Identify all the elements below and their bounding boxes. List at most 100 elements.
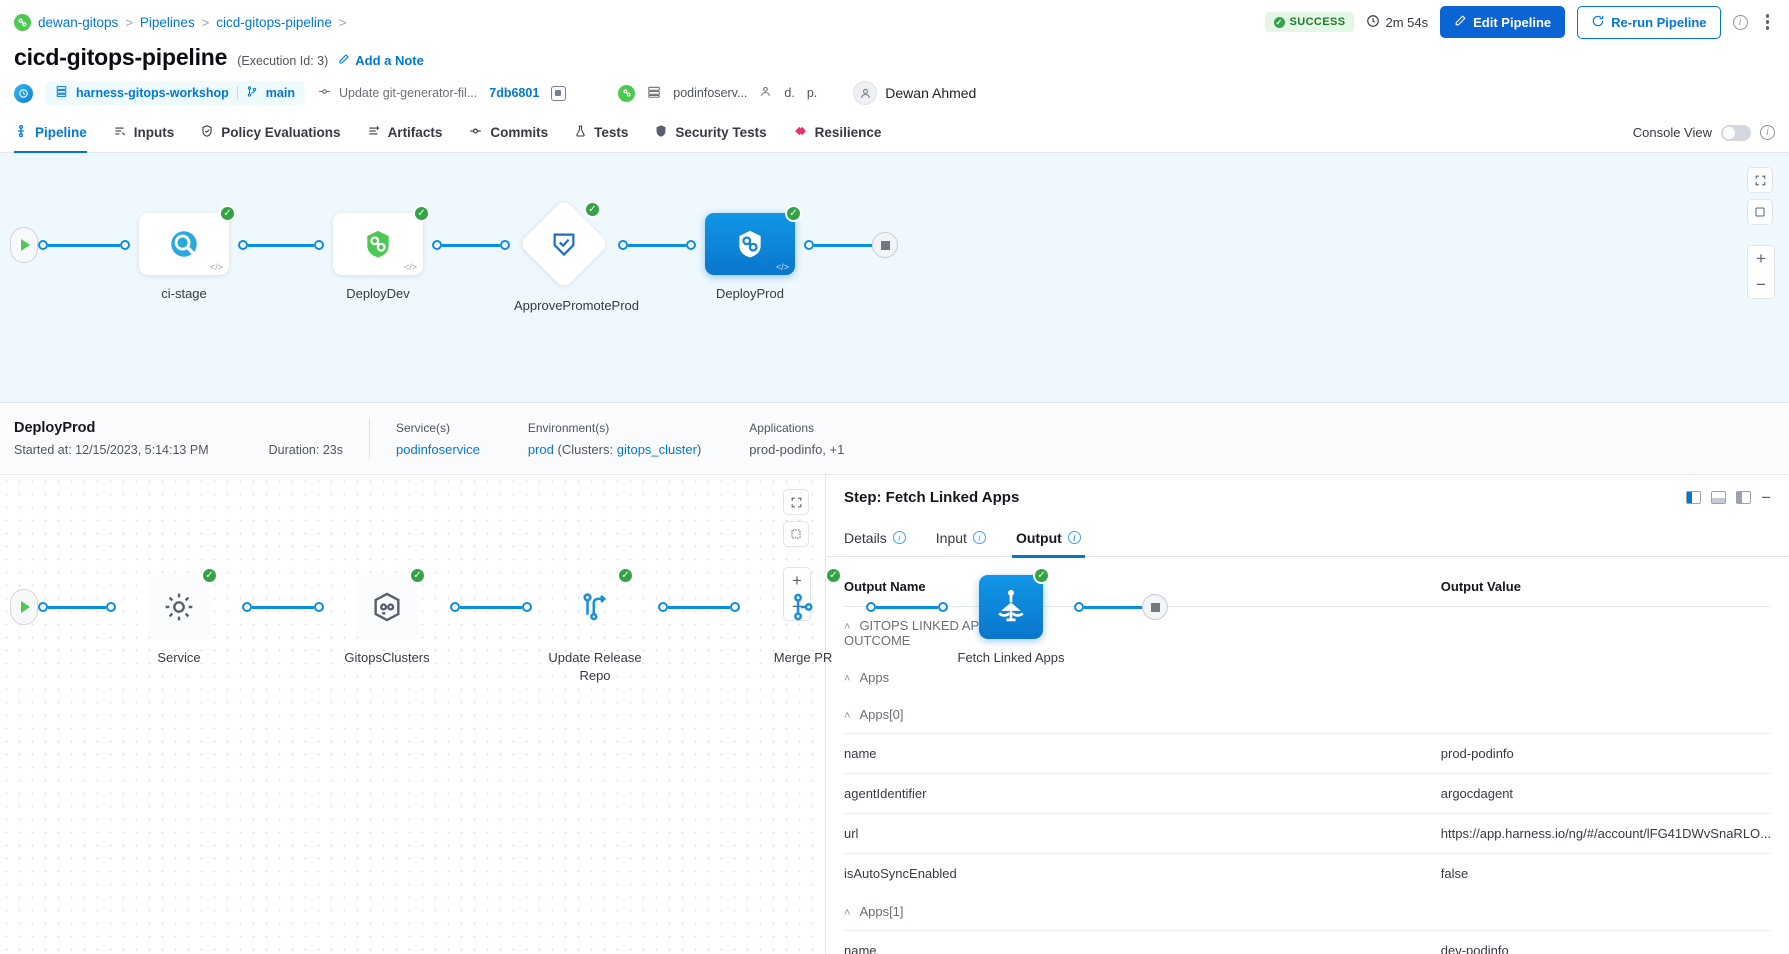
stage-label: DeployDev xyxy=(346,286,410,301)
zoom-in-icon[interactable]: + xyxy=(792,571,802,590)
output-value[interactable]: https://app.harness.io/ng/#/account/lFG4… xyxy=(1440,826,1771,841)
stage-node-deployprod[interactable]: ✓ </> DeployProd xyxy=(696,205,804,303)
stage-card-selected[interactable]: ✓ </> xyxy=(705,205,802,275)
flow-port xyxy=(804,240,814,250)
output-name: GITOPS LINKED APPS OUTCOME xyxy=(844,618,997,648)
tab-pipeline[interactable]: Pipeline xyxy=(14,113,87,154)
services-value[interactable]: podinfoservice xyxy=(396,441,480,457)
info-icon[interactable]: i xyxy=(892,531,906,544)
step-card[interactable]: ✓ xyxy=(563,567,634,639)
pipeline-start-node[interactable] xyxy=(10,227,38,263)
step-card[interactable]: ✓ xyxy=(355,567,426,639)
step-start-node[interactable] xyxy=(10,589,38,625)
branch-name[interactable]: main xyxy=(265,86,295,100)
fit-screen-icon[interactable] xyxy=(1747,199,1773,225)
flow-port xyxy=(432,240,442,250)
console-view-toggle[interactable] xyxy=(1721,124,1751,141)
breadcrumb: dewan-gitops > Pipelines > cicd-gitops-p… xyxy=(14,13,346,31)
tab-security-tests-label: Security Tests xyxy=(675,125,767,140)
info-icon[interactable]: i xyxy=(972,531,986,544)
tab-security-tests[interactable]: Security Tests xyxy=(654,113,767,153)
rerun-pipeline-label: Re-run Pipeline xyxy=(1611,14,1707,30)
step-node-fetch-linked-apps[interactable]: ✓ Fetch Linked Apps xyxy=(948,567,1074,667)
chevron-up-icon[interactable]: ˄ xyxy=(844,710,851,722)
tab-details[interactable]: Details i xyxy=(844,519,906,557)
applications-overflow-count[interactable]: +1 xyxy=(829,441,845,457)
step-end-node[interactable] xyxy=(1142,594,1168,620)
pipeline-end-node[interactable] xyxy=(872,232,898,258)
split-left-icon[interactable] xyxy=(1686,490,1702,504)
approval-node-wrap[interactable]: ✓ xyxy=(518,198,610,290)
info-icon[interactable]: i xyxy=(1760,125,1775,140)
tab-tests-label: Tests xyxy=(594,125,629,140)
step-port xyxy=(866,602,876,612)
chevron-up-icon[interactable]: ˄ xyxy=(844,907,851,919)
breadcrumb-item-pipelines[interactable]: Pipelines xyxy=(139,14,195,30)
step-node-merge-pr[interactable]: ✓ Merge PR xyxy=(740,567,866,667)
breadcrumb-item-account[interactable]: dewan-gitops xyxy=(38,14,119,30)
tab-output-label: Output xyxy=(1015,529,1062,546)
stage-node-deploydev[interactable]: ✓ </> DeployDev xyxy=(324,205,432,303)
stage-node-ci-stage[interactable]: ✓ </> ci-stage xyxy=(130,205,238,303)
zoom-out-icon[interactable]: − xyxy=(1756,275,1766,294)
tab-artifacts[interactable]: Artifacts xyxy=(367,113,442,153)
repository-chip[interactable]: harness-gitops-workshop main xyxy=(45,81,305,105)
stop-icon xyxy=(1150,602,1160,612)
gitops-icon xyxy=(367,230,389,258)
stage-node-approvepromoteprod[interactable]: ✓ ApprovePromoteProd xyxy=(510,198,639,315)
stage-card[interactable]: ✓ </> xyxy=(333,205,430,275)
tab-tests[interactable]: Tests xyxy=(574,113,628,153)
step-panel-title: Step: Fetch Linked Apps xyxy=(844,488,1020,506)
edit-pipeline-label: Edit Pipeline xyxy=(1473,14,1552,30)
stage-graph-controls: + − xyxy=(1747,167,1775,299)
stage-card[interactable]: ✓ </> xyxy=(139,205,236,275)
info-icon[interactable]: i xyxy=(1732,14,1748,30)
step-card[interactable]: ✓ xyxy=(771,567,842,639)
split-bottom-icon[interactable] xyxy=(1711,490,1727,504)
output-table-container[interactable]: Output Name Output Value ˄GITOPS LINKED … xyxy=(826,557,1789,954)
output-group-row[interactable]: ˄Apps[1] xyxy=(844,893,1771,931)
stage-detail-left: DeployProd Started at: 12/15/2023, 5:14:… xyxy=(14,420,369,457)
cluster-name[interactable]: gitops_cluster xyxy=(616,441,697,457)
rerun-pipeline-button[interactable]: Re-run Pipeline xyxy=(1577,5,1721,39)
breadcrumb-item-pipeline[interactable]: cicd-gitops-pipeline xyxy=(216,14,332,30)
merge-pr-icon xyxy=(794,593,813,621)
zoom-in-icon[interactable]: + xyxy=(1756,249,1766,268)
output-group-row[interactable]: ˄Apps xyxy=(844,659,1771,696)
step-node-gitopsclusters[interactable]: ✓ GitopsClusters xyxy=(324,567,450,667)
tab-output[interactable]: Output i xyxy=(1011,519,1085,558)
tab-inputs[interactable]: Inputs xyxy=(113,113,174,153)
output-table-header: Output Name Output Value xyxy=(844,579,1771,607)
step-card[interactable]: ✓ xyxy=(147,567,218,639)
split-right-icon[interactable] xyxy=(1736,490,1752,504)
approval-diamond[interactable] xyxy=(518,198,610,290)
environment-name[interactable]: prod xyxy=(527,441,554,457)
repository-name[interactable]: harness-gitops-workshop xyxy=(76,86,229,100)
edit-pipeline-button[interactable]: Edit Pipeline xyxy=(1440,6,1566,38)
tab-commits[interactable]: Commits xyxy=(468,113,548,153)
step-graph[interactable]: + − ✓ Service xyxy=(0,475,1168,954)
copy-icon[interactable] xyxy=(551,85,567,101)
artifacts-icon xyxy=(367,124,381,141)
tab-policy-evaluations[interactable]: Policy Evaluations xyxy=(200,113,341,153)
step-card-selected[interactable]: ✓ xyxy=(979,567,1050,639)
chevron-up-icon[interactable]: ˄ xyxy=(844,621,851,633)
add-note-button[interactable]: Add a Note xyxy=(338,53,424,68)
expand-icon[interactable] xyxy=(1747,167,1773,193)
expand-icon[interactable] xyxy=(783,489,809,515)
chevron-up-icon[interactable]: ˄ xyxy=(844,673,851,685)
info-icon[interactable]: i xyxy=(1067,531,1081,544)
kebab-menu-icon[interactable] xyxy=(1760,10,1776,34)
minimize-icon[interactable]: − xyxy=(1761,487,1771,507)
stage-graph[interactable]: + − ✓ </> ci-stage xyxy=(0,153,1789,403)
fit-screen-icon[interactable] xyxy=(783,521,809,547)
commit-sha[interactable]: 7db6801 xyxy=(489,86,540,100)
output-group-row[interactable]: ˄Apps[0] xyxy=(844,696,1771,734)
tab-input[interactable]: Input i xyxy=(936,519,986,557)
status-badge: ✓ SUCCESS xyxy=(1264,12,1355,32)
step-node-service[interactable]: ✓ Service xyxy=(116,567,242,667)
tab-resilience[interactable]: Resilience xyxy=(793,113,881,153)
output-group-row[interactable]: ˄GITOPS LINKED APPS OUTCOME xyxy=(844,607,1771,660)
step-node-update-release-repo[interactable]: ✓ Update Release Repo xyxy=(532,567,658,684)
